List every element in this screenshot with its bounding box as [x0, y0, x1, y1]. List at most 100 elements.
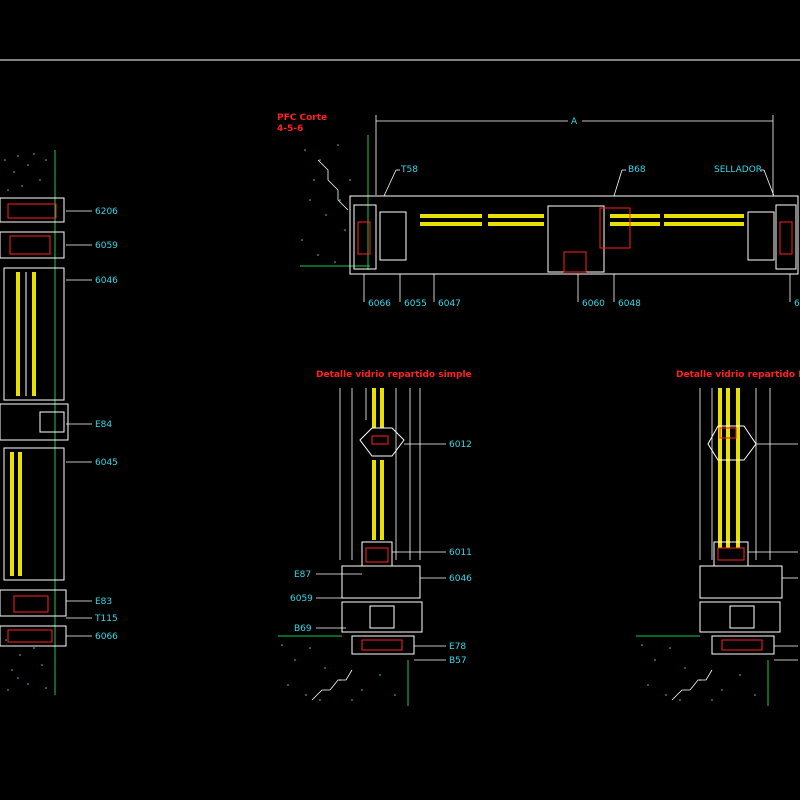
simple-label-3: E87: [294, 570, 311, 580]
left-concrete: [0, 150, 56, 695]
dvh-sill: [711, 635, 775, 655]
simple-sill-core: [361, 639, 403, 651]
left-concrete-hatch: [4, 153, 47, 691]
plan-center-insulation: [599, 207, 631, 249]
dvh-sill-core: [721, 639, 763, 651]
simple-label-7: E78: [449, 642, 466, 652]
left-label-1: 6206: [95, 207, 118, 217]
left-upper-glass-b: [32, 272, 36, 396]
plan-label-bottom-6: 6: [794, 299, 800, 309]
plan-label-top-1: T58: [400, 165, 418, 175]
detail-simple-verticals: [339, 388, 421, 560]
plan-section: PFC Corte 4-5-6 A: [277, 113, 800, 309]
left-head-sash-core: [9, 235, 51, 255]
detail-dvh: Detalle vidrio repartido DVH: [636, 370, 800, 706]
left-label-6: E83: [95, 597, 112, 607]
dvh-sash: [699, 565, 783, 599]
simple-label-8: B57: [449, 656, 467, 666]
left-transom: [0, 403, 69, 441]
simple-label-6: B69: [294, 624, 312, 634]
left-label-5: 6045: [95, 458, 118, 468]
simple-label-2: 6011: [449, 548, 472, 558]
dvh-step: [671, 669, 713, 701]
plan-glass-1b: [420, 222, 482, 226]
simple-frame: [341, 601, 423, 633]
left-sill-base-core: [7, 629, 53, 643]
dvh-concrete-hatch: [641, 644, 756, 701]
plan-title: PFC Corte: [277, 113, 327, 123]
simple-sill: [351, 635, 415, 655]
plan-label-bottom-5: 6048: [618, 299, 641, 309]
left-head-sash: [0, 231, 65, 259]
simple-glass-top-b: [380, 388, 384, 428]
plan-label-bottom-2: 6055: [404, 299, 427, 309]
plan-sash-left: [379, 211, 407, 261]
simple-label-5: 6059: [290, 594, 313, 604]
plan-center-core: [563, 251, 587, 273]
left-sill: [0, 589, 67, 617]
dimension-label: A: [571, 117, 578, 127]
left-label-4: E84: [95, 420, 112, 430]
simple-sash: [341, 565, 421, 599]
simple-glass-mid-a: [372, 460, 376, 540]
dimension-label-bg: [568, 114, 582, 126]
plan-glass-3a: [610, 214, 660, 218]
dvh-verticals: [699, 388, 771, 560]
plan-glass-2b: [488, 222, 544, 226]
plan-concrete-left: [301, 144, 351, 263]
left-transom-core: [39, 411, 65, 433]
plan-glass-3b: [610, 222, 660, 226]
plan-sash-right: [747, 211, 775, 261]
dvh-muntin: [707, 425, 757, 461]
left-lower-glass-a: [10, 452, 14, 576]
plan-label-top-3: SELLADOR: [714, 165, 762, 175]
simple-bead-core: [365, 547, 389, 563]
plan-subtitle: 4-5-6: [277, 124, 303, 134]
detail-dvh-title: Detalle vidrio repartido DVH: [676, 370, 800, 380]
dvh-glass-b: [726, 388, 730, 548]
plan-glass-4b: [664, 222, 744, 226]
simple-leaders: [316, 443, 446, 661]
plan-label-bottom-4: 6060: [582, 299, 605, 309]
simple-frame-core: [369, 605, 395, 629]
plan-jamb-left: [353, 204, 377, 270]
left-head-frame: [0, 197, 65, 223]
plan-frame-outline: [349, 195, 799, 275]
dvh-frame-core: [729, 605, 755, 629]
left-label-8: 6066: [95, 632, 118, 642]
plan-jamb-right: [775, 204, 797, 270]
detail-simple-title: Detalle vidrio repartido simple: [316, 370, 472, 380]
plan-leaders-top: [383, 169, 775, 197]
plan-jamb-left-core: [357, 221, 371, 255]
plan-leaders-bottom: [363, 274, 791, 302]
plan-label-bottom-3: 6047: [438, 299, 461, 309]
plan-glass-2a: [488, 214, 544, 218]
left-lower-frame: [3, 447, 65, 581]
plan-glass-1a: [420, 214, 482, 218]
simple-glass-mid-b: [380, 460, 384, 540]
dvh-glass-a: [718, 388, 722, 548]
simple-step: [311, 669, 353, 701]
left-label-7: T115: [94, 614, 118, 624]
dvh-glass-c: [736, 388, 740, 548]
plan-label-bottom-1: 6066: [368, 299, 391, 309]
left-head-insulation: [7, 203, 57, 219]
plan-step-left: [317, 159, 349, 211]
simple-label-1: 6012: [449, 440, 472, 450]
simple-muntin-core: [371, 435, 389, 445]
dvh-bead-core: [717, 547, 745, 561]
simple-concrete-hatch: [281, 644, 396, 701]
dvh-frame: [699, 601, 781, 633]
left-leaders: [66, 210, 92, 637]
plan-jamb-right-core: [779, 221, 793, 255]
left-label-2: 6059: [95, 241, 118, 251]
left-sill-insulation: [13, 595, 49, 613]
left-vertical-section: 6206 6059 6046 E84 6045 E83 T115 6066: [0, 150, 118, 695]
dvh-leaders: [748, 443, 798, 661]
left-upper-frame: [3, 267, 65, 401]
detail-simple: Detalle vidrio repartido simple: [278, 370, 472, 706]
simple-label-4: 6046: [449, 574, 472, 584]
simple-muntin: [359, 427, 405, 457]
plan-label-top-2: B68: [628, 165, 646, 175]
